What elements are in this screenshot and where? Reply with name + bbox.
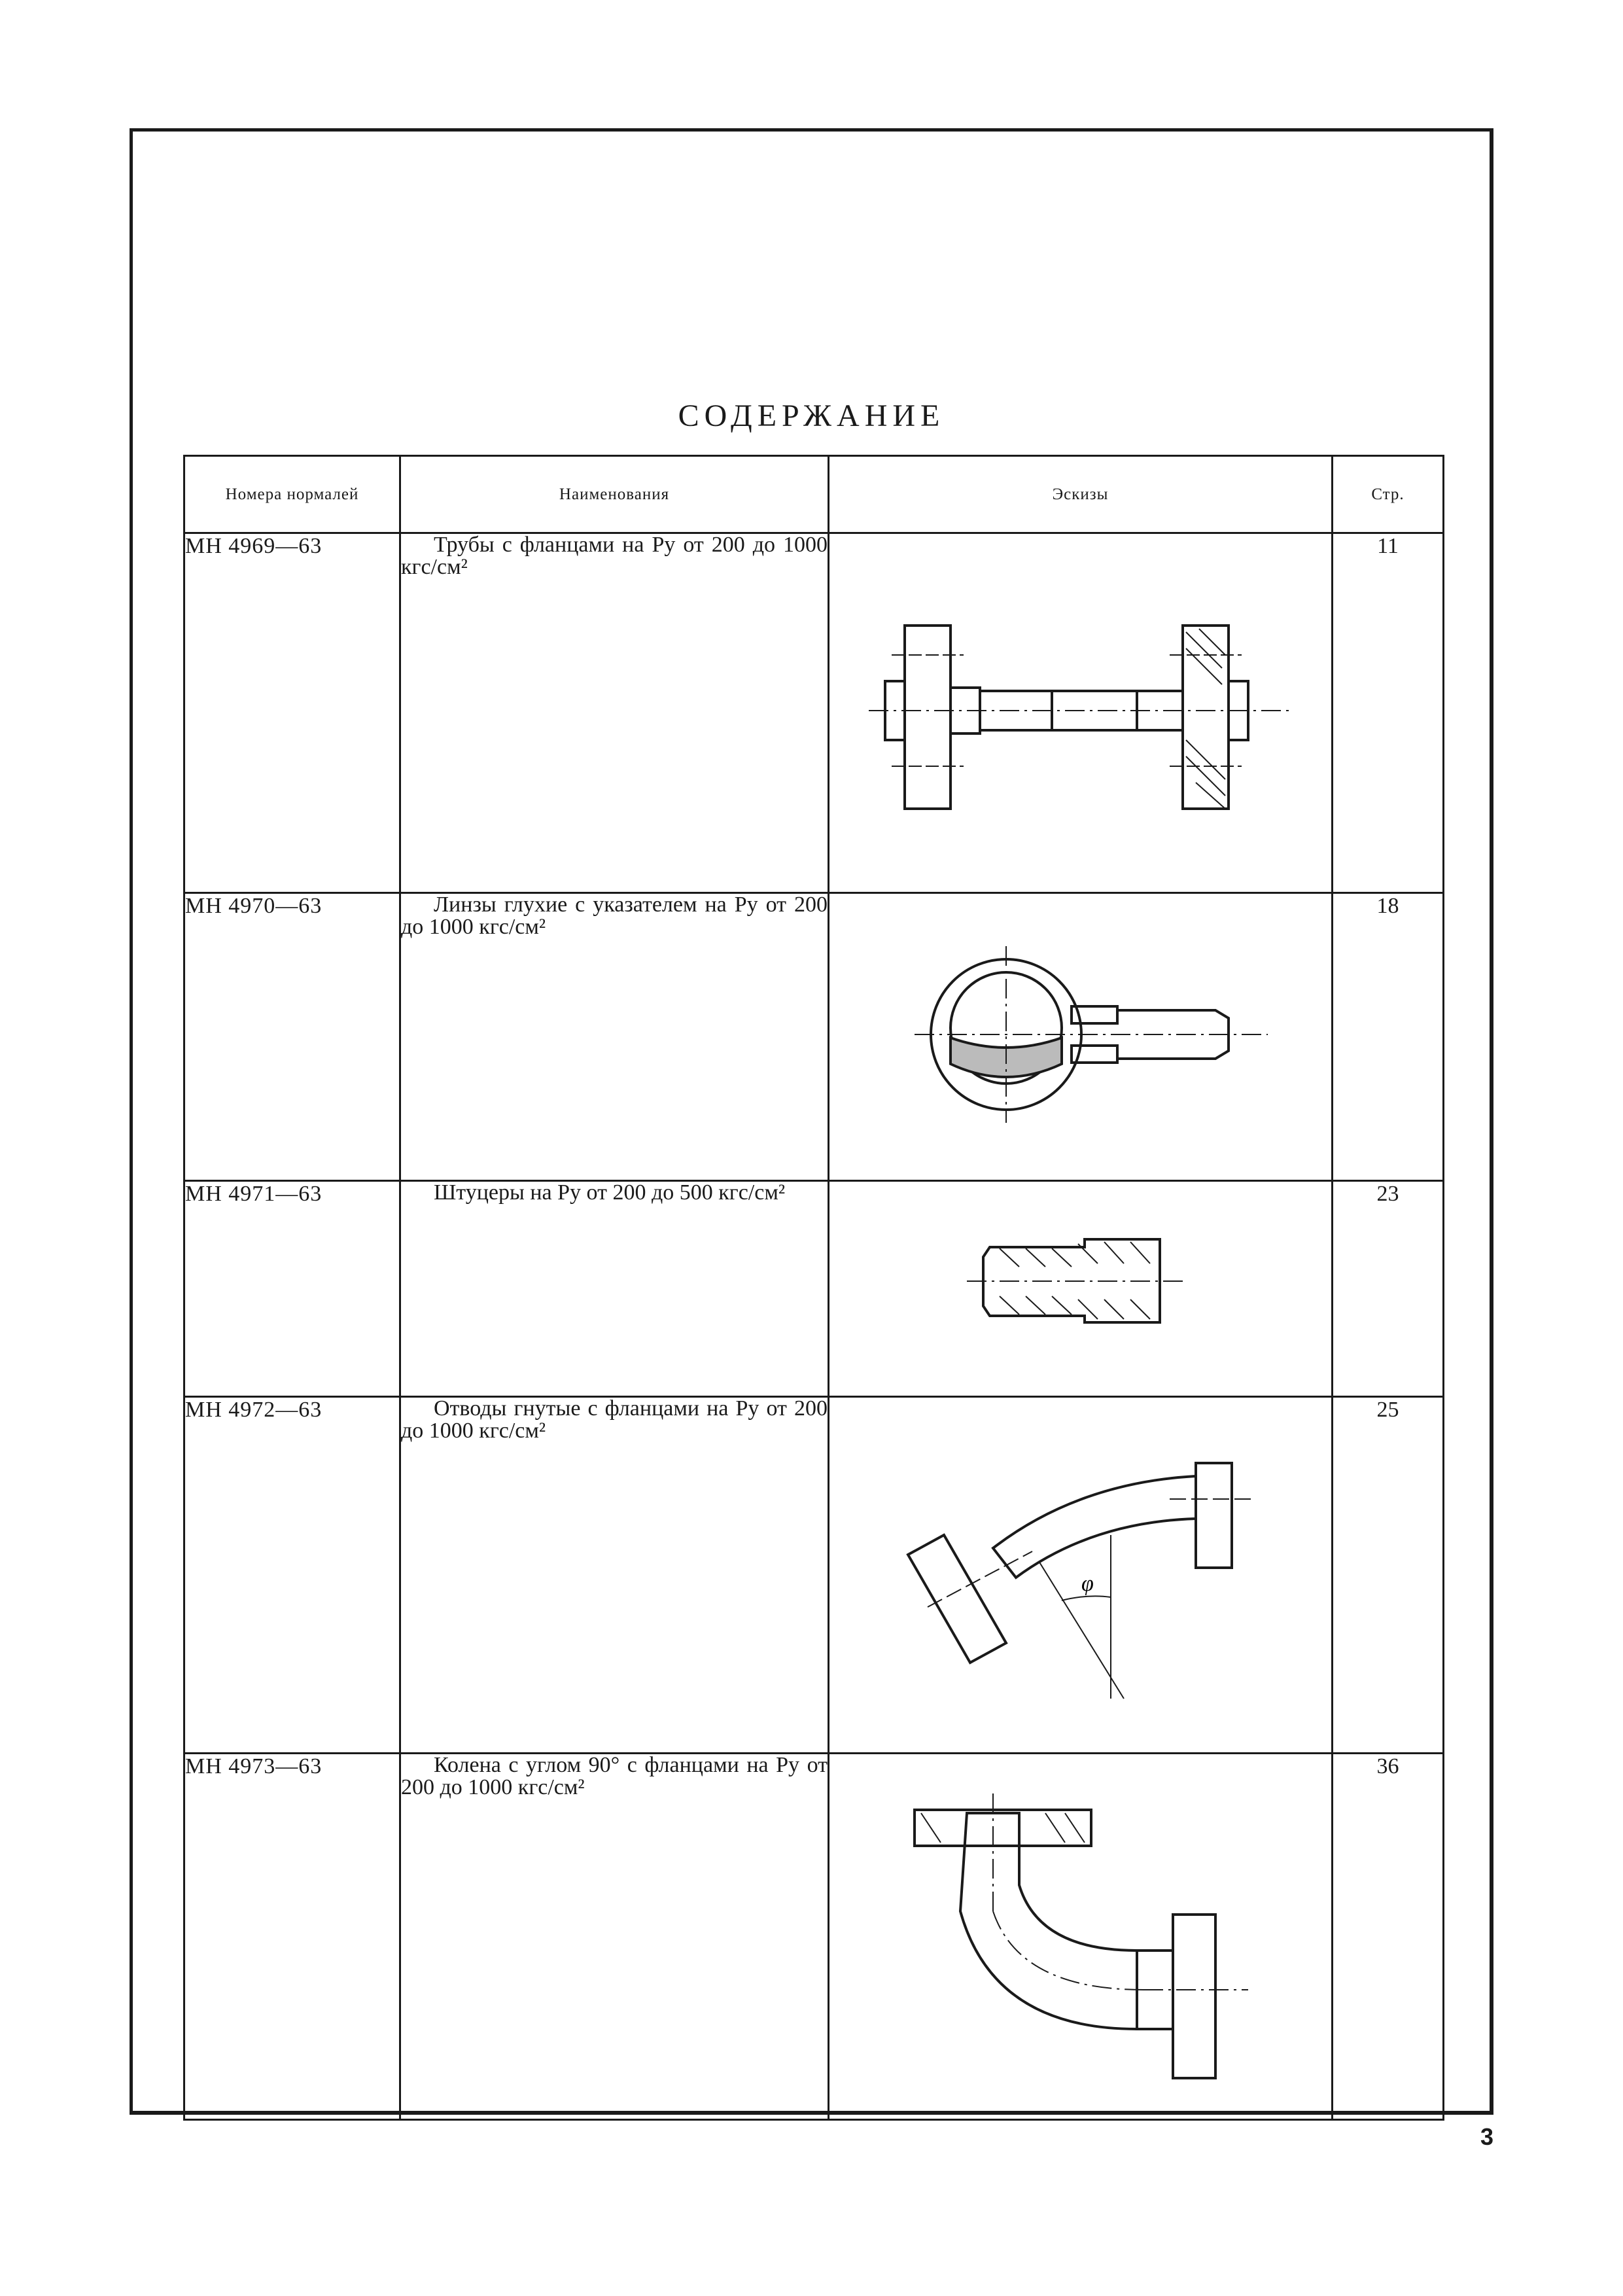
sketch-cell: [828, 892, 1333, 1182]
norm-number: МН 4970—63: [183, 892, 401, 1182]
table-row: МН 4972—63 Отводы гнутые с фланцами на P…: [183, 1396, 1444, 1754]
header-page: Стр.: [1331, 455, 1444, 534]
contents-table: Номера нормалей Наименования Эскизы Стр.…: [183, 455, 1444, 2121]
bent-elbow-icon: φ: [906, 1462, 1255, 1699]
item-name: Трубы с фланцами на Pу от 200 до 1000 кг…: [399, 532, 829, 894]
table-header: Номера нормалей Наименования Эскизы Стр.: [183, 455, 1444, 534]
page-ref: 23: [1331, 1180, 1444, 1398]
header-names: Наименования: [399, 455, 829, 534]
page-number: 3: [1480, 2123, 1494, 2150]
page-ref: 18: [1331, 892, 1444, 1182]
sketch-cell: φ: [828, 1396, 1333, 1754]
norm-number: МН 4969—63: [183, 532, 401, 894]
table-row: МН 4969—63 Трубы с фланцами на Pу от 200…: [183, 532, 1444, 894]
sketch-cell: [828, 1752, 1333, 2121]
blind-lens-icon: [915, 946, 1268, 1123]
table-row: МН 4973—63 Колена с углом 90° с фланцами…: [183, 1752, 1444, 2121]
table-row: МН 4970—63 Линзы глухие с указателем на …: [183, 892, 1444, 1182]
item-name: Штуцеры на Pу от 200 до 500 кгс/см²: [399, 1180, 829, 1398]
sketch-cell: [828, 532, 1333, 894]
item-name: Отводы гнутые с фланцами на Pу от 200 до…: [399, 1396, 829, 1754]
item-name: Линзы глухие с указателем на Pу от 200 д…: [399, 892, 829, 1182]
page-ref: 11: [1331, 532, 1444, 894]
page-ref: 25: [1331, 1396, 1444, 1754]
norm-number: МН 4971—63: [183, 1180, 401, 1398]
norm-number: МН 4972—63: [183, 1396, 401, 1754]
angle-label: φ: [1081, 1572, 1094, 1596]
item-name: Колена с углом 90° с фланцами на Pу от 2…: [399, 1752, 829, 2121]
sketch-cell: [828, 1180, 1333, 1398]
flanged-pipe-icon: [869, 624, 1294, 810]
header-sketches: Эскизы: [828, 455, 1333, 534]
norm-number: МН 4973—63: [183, 1752, 401, 2121]
table-row: МН 4971—63 Штуцеры на Pу от 200 до 500 к…: [183, 1180, 1444, 1398]
page-ref: 36: [1331, 1752, 1444, 2121]
elbow-90-icon: [913, 1793, 1248, 2079]
page-title: СОДЕРЖАНИЕ: [678, 398, 945, 433]
fitting-icon: [967, 1238, 1183, 1324]
header-numbers: Номера нормалей: [183, 455, 401, 534]
